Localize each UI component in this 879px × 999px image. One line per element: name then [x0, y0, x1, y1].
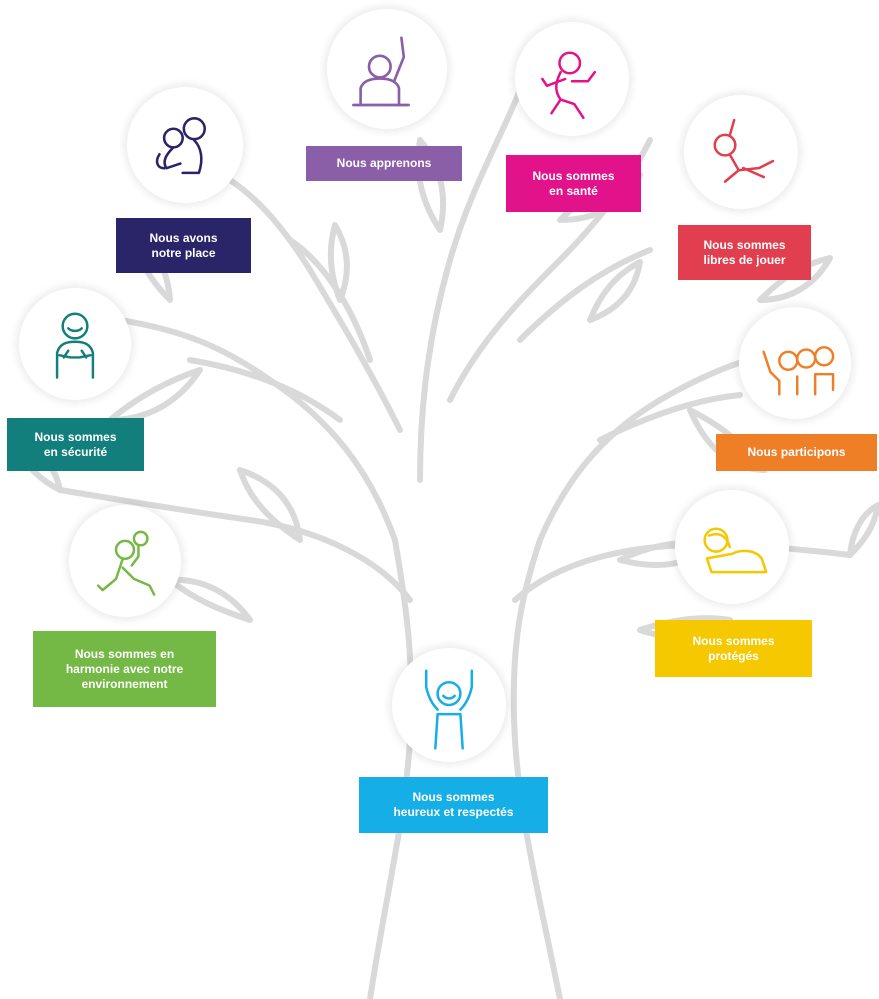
tree-trunk	[367, 537, 415, 999]
tree-trunk	[510, 537, 563, 999]
label-line: Nous sommes	[532, 168, 615, 183]
label-line: en sécurité	[43, 444, 108, 459]
label-learn: Nous apprenons	[306, 146, 462, 181]
circle-protect	[675, 490, 789, 604]
playing-child-icon	[713, 118, 775, 183]
child-raising-hand-icon	[352, 36, 410, 107]
protected-child-icon	[703, 527, 768, 574]
circle-play	[684, 95, 798, 209]
tree-leaf	[415, 137, 446, 233]
label-line: Nous sommes en	[74, 646, 175, 661]
circle-happy	[392, 648, 506, 762]
tree-branch	[517, 247, 653, 343]
healthy-child-icon	[541, 51, 597, 120]
label-line: Nous participons	[747, 445, 846, 459]
child-with-plant-icon	[96, 530, 156, 596]
happy-child-icon	[424, 669, 474, 750]
tree-leaf	[847, 502, 879, 558]
group-participation-icon	[762, 346, 835, 396]
label-line: Nous sommes	[703, 237, 786, 252]
label-line: heureux et respectés	[393, 805, 514, 819]
tree-branch	[57, 487, 413, 603]
tree-leaf	[587, 259, 643, 323]
label-line: protégés	[708, 648, 759, 663]
circle-part	[739, 307, 851, 419]
label-part: Nous participons	[716, 434, 877, 471]
tree-branch	[187, 357, 343, 423]
circle-belong	[127, 87, 243, 203]
tree-branch	[417, 87, 523, 483]
tree-leaf	[327, 222, 350, 303]
label-line: Nous apprenons	[336, 156, 432, 170]
circle-env	[69, 505, 181, 617]
tree-leaf	[167, 576, 253, 623]
circle-health	[515, 22, 629, 136]
hug-icon	[155, 117, 206, 175]
label-line: Nous sommes	[692, 633, 775, 648]
label-line: notre place	[151, 245, 216, 260]
label-line: Nous avons	[149, 230, 218, 245]
label-line: environnement	[81, 676, 168, 691]
label-line: harmonie avec notre	[65, 661, 184, 676]
label-line: Nous sommes	[34, 429, 117, 444]
label-line: Nous sommes	[412, 790, 495, 804]
label-line: libres de jouer	[703, 252, 786, 267]
tree-branch	[227, 177, 403, 433]
circle-safe	[19, 288, 131, 400]
tree-leaf	[237, 467, 303, 543]
safe-child-icon	[55, 312, 95, 379]
label-line: en santé	[549, 183, 598, 198]
circle-learn	[327, 9, 447, 129]
tree-branch	[597, 392, 743, 443]
tree-leaf	[757, 255, 833, 303]
